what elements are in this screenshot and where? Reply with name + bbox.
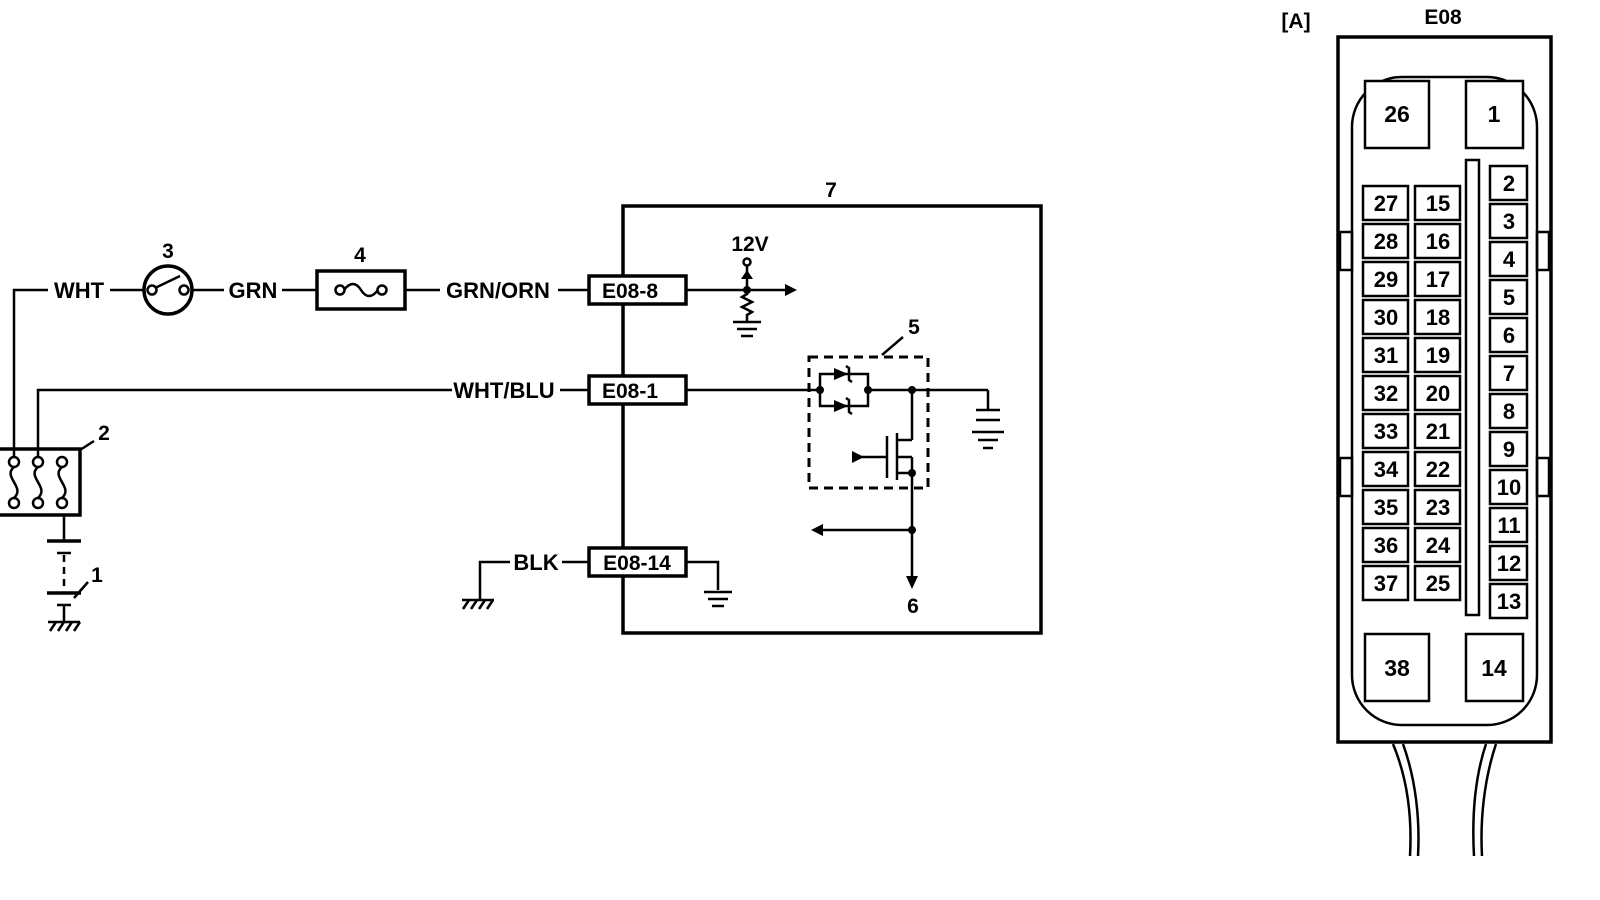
pin-label: 23 [1426, 495, 1450, 520]
zener-diode-pair [816, 364, 872, 416]
pin-column-left: 27 28 29 30 31 32 33 34 35 36 37 [1361, 184, 1410, 602]
fuse-symbol [315, 269, 407, 311]
chassis-ground-symbol [461, 560, 510, 610]
voltage-label-12v: 12V [731, 233, 768, 256]
connector-label-e08-1: E08-1 [602, 380, 658, 403]
ground-symbol-driver [972, 390, 1004, 450]
callout-1: 1 [91, 564, 103, 587]
wire-label-blk: BLK [513, 550, 558, 575]
pin-label: 12 [1497, 551, 1521, 576]
pin-label: 31 [1374, 343, 1398, 368]
pin-label: 22 [1426, 457, 1450, 482]
pin-label: 24 [1426, 533, 1451, 558]
wire-label-wht: WHT [54, 278, 105, 303]
pin-column-right: 2 3 4 5 6 7 8 9 10 11 12 13 [1488, 164, 1529, 620]
pin-label: 4 [1503, 247, 1516, 272]
connector-view-title: E08 [1424, 6, 1462, 29]
callout-5: 5 [908, 316, 920, 339]
pin-label: 36 [1374, 533, 1398, 558]
pin-label: 10 [1497, 475, 1521, 500]
pin-label: 17 [1426, 267, 1450, 292]
pin-label: 2 [1503, 171, 1515, 196]
wire-wht-blu-path [36, 388, 452, 457]
pin-label: 6 [1503, 323, 1515, 348]
pin-label: 37 [1374, 571, 1398, 596]
pin-label: 8 [1503, 399, 1515, 424]
callout-3: 3 [162, 240, 174, 263]
pin-label: 16 [1426, 229, 1450, 254]
battery-symbol [47, 515, 89, 632]
pin-label: 30 [1374, 305, 1398, 330]
control-module-box [621, 204, 1043, 635]
view-tag: [A] [1281, 10, 1310, 33]
pin-label: 13 [1497, 589, 1521, 614]
callout-4: 4 [354, 244, 366, 267]
connector-e08-14 [587, 546, 688, 578]
pin-label: 33 [1374, 419, 1398, 444]
large-pin: 14 [1481, 655, 1507, 681]
large-pin: 38 [1384, 655, 1410, 681]
pin-label: 27 [1374, 191, 1398, 216]
mosfet-symbol [852, 390, 916, 490]
pin-label: 28 [1374, 229, 1398, 254]
pin-label: 7 [1503, 361, 1515, 386]
pin-label: 35 [1374, 495, 1398, 520]
connector-label-e08-8: E08-8 [602, 280, 658, 303]
pin-label: 9 [1503, 437, 1515, 462]
wire-label-grn: GRN [229, 278, 278, 303]
pin-label: 19 [1426, 343, 1450, 368]
callout-2: 2 [98, 422, 110, 445]
pin-label: 29 [1374, 267, 1398, 292]
pin-label: 25 [1426, 571, 1450, 596]
connector-e08-1 [587, 374, 688, 406]
wire-wht-path [12, 288, 48, 457]
driver-ic-box [807, 355, 930, 490]
ignition-switch-symbol [142, 264, 194, 316]
pin-label: 11 [1497, 513, 1520, 538]
large-pin: 1 [1488, 101, 1501, 127]
connector-label-e08-14: E08-14 [603, 552, 671, 575]
pin-label: 18 [1426, 305, 1450, 330]
pin-label: 20 [1426, 381, 1450, 406]
callout-6: 6 [907, 595, 919, 618]
connector-face-outline [1336, 35, 1553, 857]
pin-label: 34 [1374, 457, 1399, 482]
callout-7: 7 [825, 179, 837, 202]
pin-label: 32 [1374, 381, 1398, 406]
pin-label: 5 [1503, 285, 1515, 310]
large-pin: 26 [1384, 101, 1410, 127]
pin-label: 15 [1426, 191, 1450, 216]
pull-up-circuit [686, 257, 797, 338]
pin-column-middle: 15 16 17 18 19 20 21 22 23 24 25 [1413, 184, 1462, 602]
ground-symbol-e08-14 [686, 560, 732, 608]
wire-label-grn-orn: GRN/ORN [446, 278, 550, 303]
wire-label-wht-blu: WHT/BLU [453, 378, 554, 403]
pin-label: 21 [1426, 419, 1450, 444]
pin-label: 3 [1503, 209, 1515, 234]
